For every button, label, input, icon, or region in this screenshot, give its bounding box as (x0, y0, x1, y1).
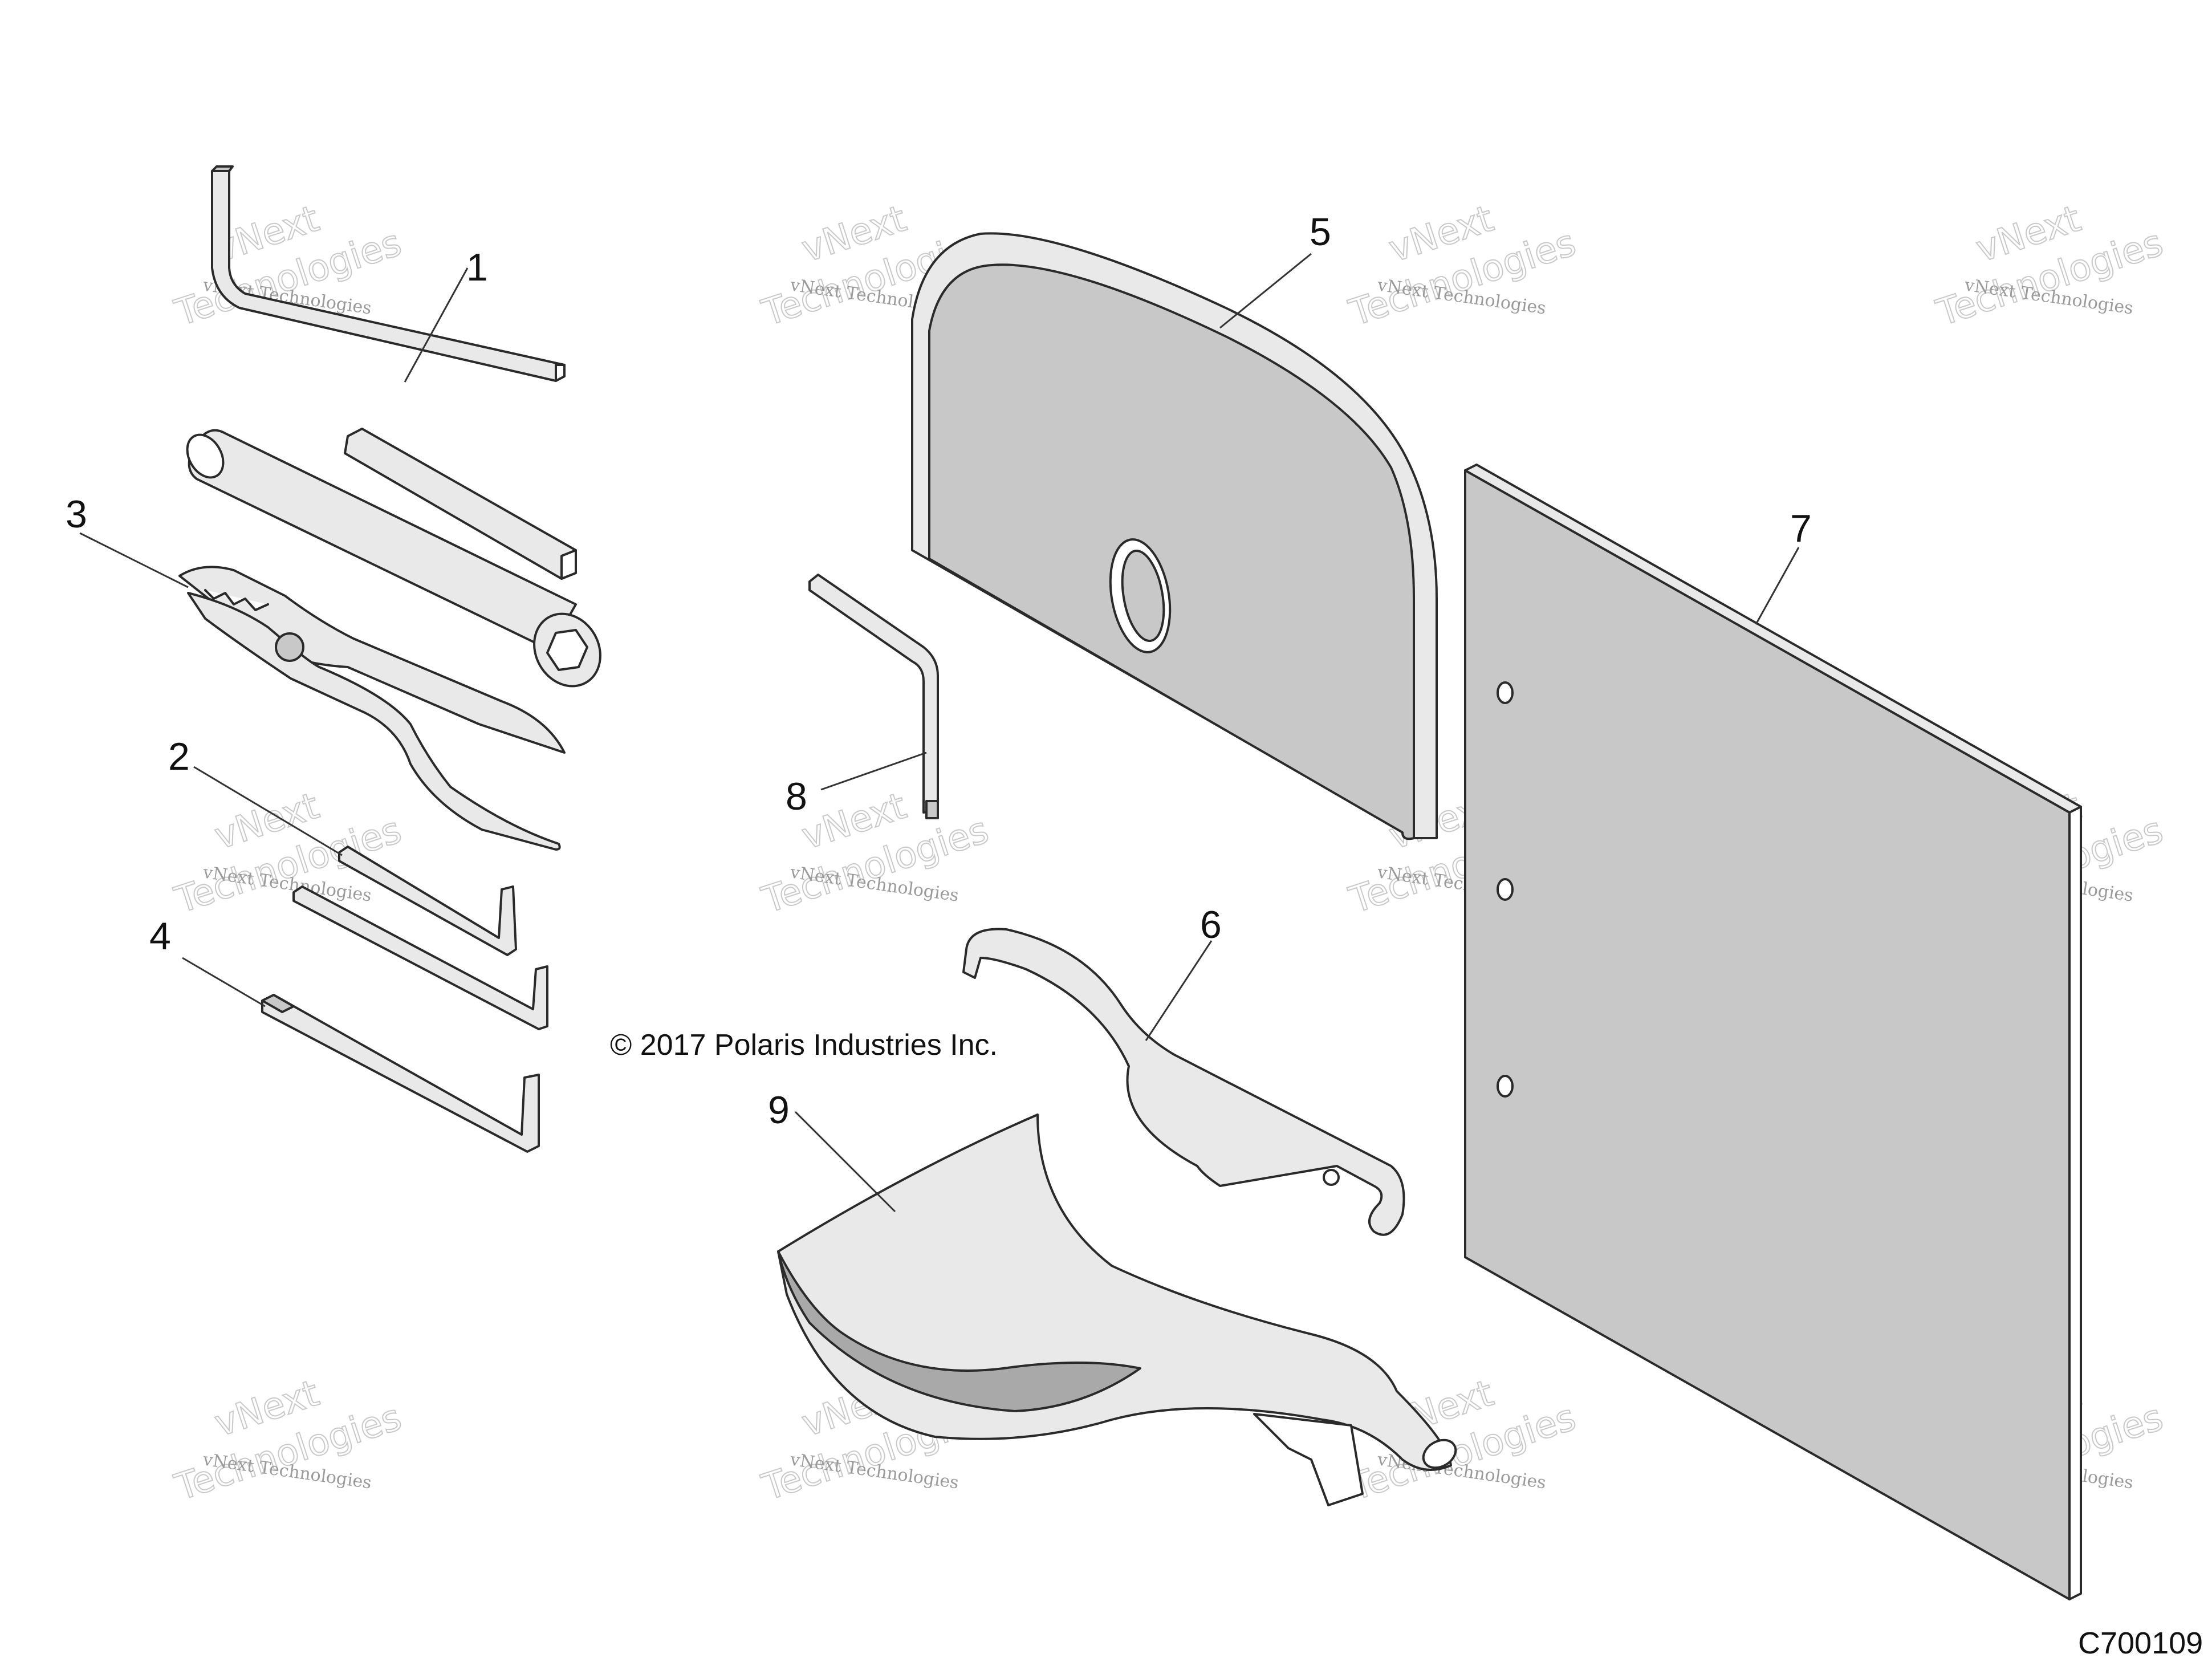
part-5-cover-plate (911, 232, 1438, 840)
callout-3: 3 (66, 493, 87, 536)
copyright-text: © 2017 Polaris Industries Inc. (610, 1029, 998, 1062)
callout-1: 1 (466, 246, 488, 289)
part-4-torx-key (261, 994, 540, 1153)
callout-9: 9 (768, 1088, 790, 1132)
part-2-hex-keys (292, 846, 548, 1030)
socket-wrench-large (186, 429, 601, 688)
socket-extension-small (344, 428, 577, 580)
callout-labels: 1 3 2 4 5 7 8 6 9 (66, 210, 1812, 1132)
leader-lines (79, 253, 1800, 1213)
part-6-spanner-wrench (962, 928, 1405, 1236)
callout-6: 6 (1200, 903, 1222, 946)
part-3-pliers (178, 566, 566, 851)
part-7-board (1464, 464, 2082, 1600)
part-1-hex-key (211, 165, 566, 382)
figure-id: C700109 (2078, 1626, 2203, 1660)
callout-8: 8 (786, 775, 807, 818)
callout-7: 7 (1790, 507, 1812, 550)
part-8-l-key (808, 574, 939, 819)
part-9-funnel (777, 1114, 1457, 1506)
callout-2: 2 (168, 735, 190, 778)
callout-5: 5 (1310, 210, 1331, 254)
callout-4: 4 (149, 915, 171, 958)
